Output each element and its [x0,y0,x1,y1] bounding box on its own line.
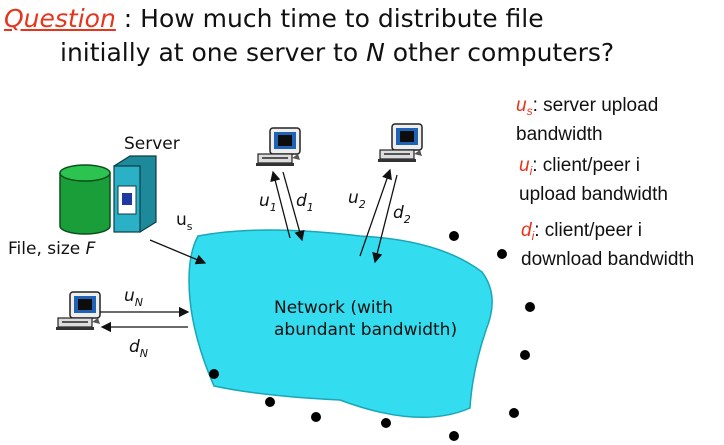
computer-icon [55,291,101,331]
legend-di-symbol: di [521,220,535,243]
legend-us-symbol: us [516,95,533,118]
legend-us-line1: : server upload [532,95,659,116]
more-peers-dots [209,231,535,441]
peer1-upload-arrow [270,170,291,239]
network-cloud [188,229,493,419]
legend-item-us: us: server upload bandwidth [516,94,658,146]
database-cylinder-icon [59,164,111,235]
file-size-label: File, size F [8,239,96,259]
question-line-2-post: other computers? [384,38,615,67]
computer-icon [377,123,423,163]
server-upload-arrow [149,239,207,265]
question-keyword: Question [4,4,116,33]
u1-label: u1 [259,191,277,214]
question-line-1-text: : How much time to distribute file [115,4,544,33]
legend-item-ui: ui: client/peer i upload bandwidth [519,154,668,206]
legend-ui-line1: : client/peer i [532,155,640,176]
network-label-line2: abundant bandwidth) [274,320,458,340]
server-icon [113,155,157,233]
peer2-download-arrow [372,174,398,264]
question-line-2: initially at one server to N other compu… [60,38,614,67]
d1-label: d1 [296,191,314,214]
question-line-2-var: N [366,38,385,67]
legend-item-di: di: client/peer i download bandwidth [521,219,694,271]
computer-icon [255,127,301,167]
u2-label: u2 [348,188,366,211]
legend-ui-line2: upload bandwidth [519,184,668,205]
peer2-upload-arrow [359,168,392,257]
network-label-line1: Network (with [274,298,394,318]
peer1-download-arrow [282,171,305,242]
dN-label: dN [129,337,149,360]
server-label: Server [124,134,180,154]
uN-label: uN [124,286,144,309]
d2-label: d2 [393,203,411,226]
question-line-2-pre: initially at one server to [60,38,367,67]
legend-us-line2: bandwidth [516,124,603,145]
us-label: us [176,210,193,233]
legend-di-line1: : client/peer i [534,220,642,241]
legend-di-line2: download bandwidth [521,249,695,270]
question-line-1: Question : How much time to distribute f… [4,4,544,33]
legend-ui-symbol: ui [519,155,533,178]
